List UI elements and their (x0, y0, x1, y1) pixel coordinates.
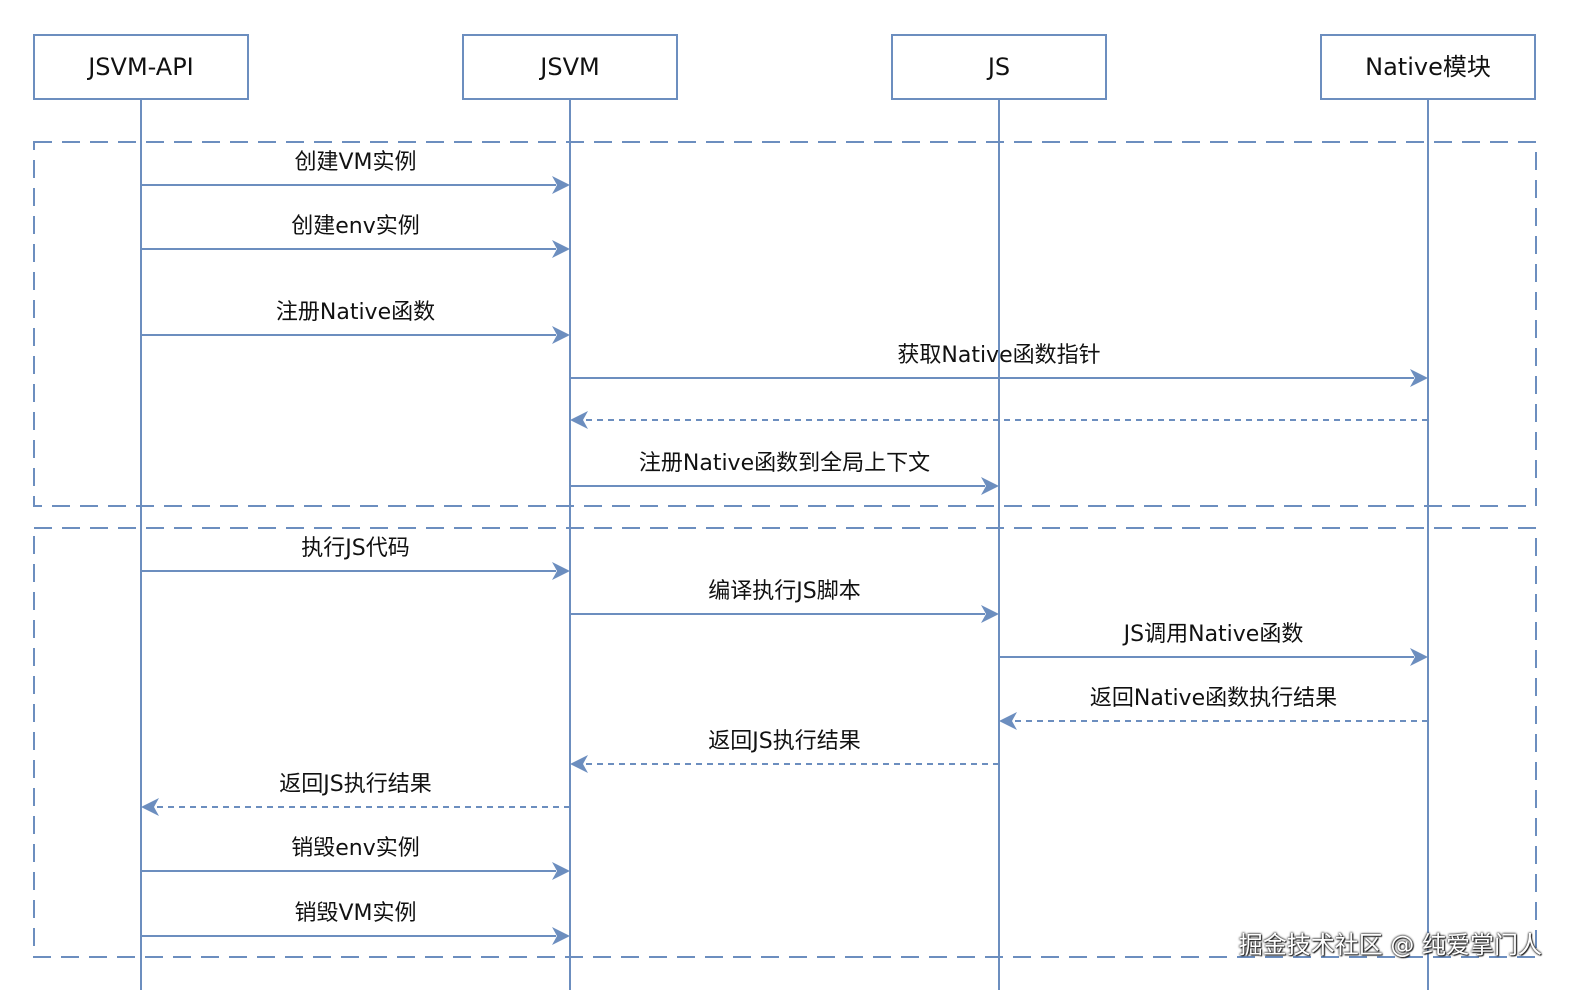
arrowhead-icon (1410, 369, 1428, 387)
arrowhead-icon (1410, 648, 1428, 666)
participant-label-jsvm_api: JSVM-API (86, 53, 194, 81)
message-1: 创建VM实例 (141, 150, 570, 194)
arrowhead-icon (981, 605, 999, 623)
message-label: 获取Native函数指针 (897, 343, 1100, 368)
participant-label-js: JS (986, 53, 1010, 81)
message-6: 注册Native函数到全局上下文 (570, 451, 999, 495)
message-label: 返回JS执行结果 (279, 772, 431, 797)
message-11: 返回JS执行结果 (570, 729, 999, 773)
participant-box-jsvm (462, 34, 678, 100)
lifelines-layer (140, 99, 1429, 990)
arrowhead-icon (999, 712, 1017, 730)
group-frame-setup (33, 141, 1537, 507)
message-label: 编译执行JS脚本 (708, 579, 860, 604)
groups-layer (33, 141, 1537, 958)
arrowhead-icon (141, 798, 159, 816)
group-frame-execution (33, 527, 1537, 958)
participant-box-jsvm_api (33, 34, 249, 100)
messages-layer: 创建VM实例创建env实例注册Native函数获取Native函数指针注册Nat… (141, 150, 1428, 945)
arrowhead-icon (552, 562, 570, 580)
message-14: 销毁VM实例 (141, 901, 570, 945)
participant-jsvm: JSVM (462, 34, 678, 100)
message-label: 销毁env实例 (291, 836, 420, 861)
message-label: JS调用Native函数 (1122, 622, 1304, 647)
message-label: 返回Native函数执行结果 (1090, 686, 1337, 711)
participant-box-js (891, 34, 1107, 100)
message-label: 销毁VM实例 (294, 901, 416, 926)
arrowhead-icon (552, 176, 570, 194)
message-label: 执行JS代码 (301, 536, 409, 561)
arrowhead-icon (570, 411, 588, 429)
message-12: 返回JS执行结果 (141, 772, 570, 816)
participant-label-native: Native模块 (1365, 53, 1491, 81)
message-2: 创建env实例 (141, 214, 570, 258)
participant-js: JS (891, 34, 1107, 100)
arrowhead-icon (552, 927, 570, 945)
participant-box-native (1320, 34, 1536, 100)
watermark-text: 掘金技术社区 @ 纯爱掌门人 (1238, 931, 1542, 959)
participants-layer: JSVM-API JSVM JS Native模块 (33, 34, 1536, 100)
message-9: JS调用Native函数 (999, 622, 1428, 666)
message-8: 编译执行JS脚本 (570, 579, 999, 623)
arrowhead-icon (552, 326, 570, 344)
message-label: 返回JS执行结果 (708, 729, 860, 754)
message-label: 创建VM实例 (294, 150, 416, 175)
message-10: 返回Native函数执行结果 (999, 686, 1428, 730)
participant-jsvm_api: JSVM-API (33, 34, 249, 100)
message-3: 注册Native函数 (141, 300, 570, 344)
message-label: 注册Native函数 (276, 300, 435, 325)
participant-label-jsvm: JSVM (538, 53, 599, 81)
message-13: 销毁env实例 (141, 836, 570, 880)
message-label: 注册Native函数到全局上下文 (639, 451, 930, 476)
message-4: 获取Native函数指针 (570, 343, 1428, 387)
arrowhead-icon (552, 240, 570, 258)
participant-native: Native模块 (1320, 34, 1536, 100)
message-label: 创建env实例 (291, 214, 420, 239)
arrowhead-icon (570, 755, 588, 773)
message-7: 执行JS代码 (141, 536, 570, 580)
message-5 (570, 411, 1428, 429)
arrowhead-icon (552, 862, 570, 880)
arrowhead-icon (981, 477, 999, 495)
